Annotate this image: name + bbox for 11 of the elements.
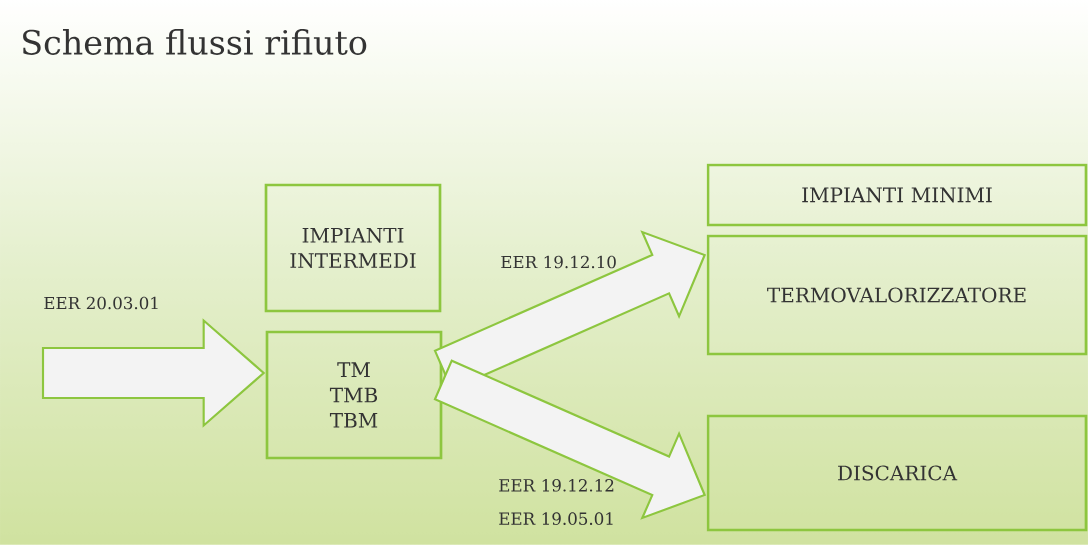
edge-label: EER 19.12.12 EER 19.05.01 — [499, 479, 614, 525]
process-box: DISCARICA — [706, 414, 1088, 532]
block-arrow — [433, 359, 707, 520]
process-box: IMPIANTI MINIMI — [706, 163, 1088, 227]
process-box: IMPIANTI INTERMEDI — [264, 183, 442, 313]
edge-label: EER 20.03.01 — [44, 296, 158, 310]
block-arrow — [41, 318, 266, 428]
process-box: TM TMB TBM — [265, 330, 443, 460]
title: Schema flussi rifiuto — [23, 29, 367, 55]
process-box: TERMOVALORIZZATORE — [706, 234, 1088, 356]
edge-label: EER 19.12.10 — [501, 255, 616, 269]
